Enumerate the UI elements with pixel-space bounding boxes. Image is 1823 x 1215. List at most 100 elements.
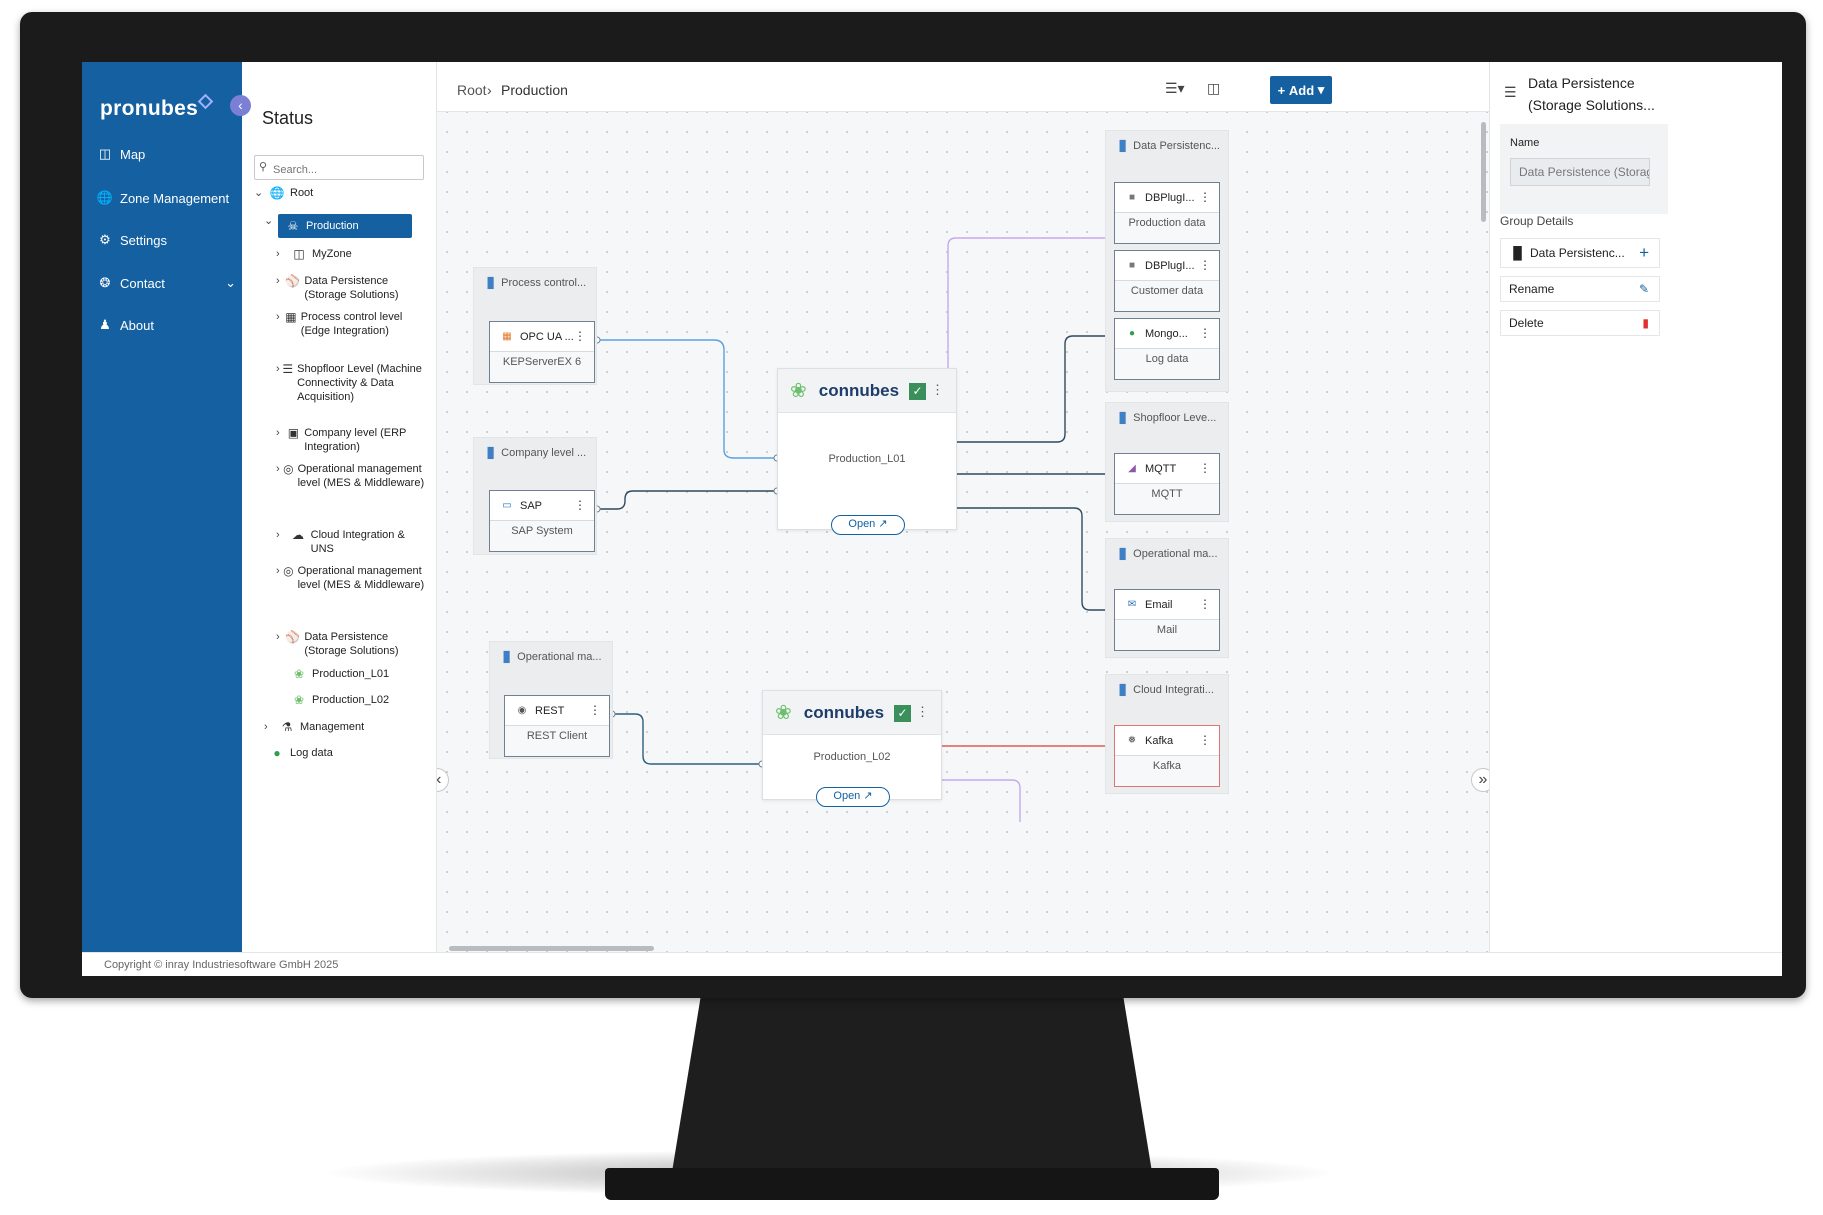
name-input[interactable]: Data Persistence (Storage Solutions) <box>1510 158 1650 186</box>
tree-item-company-level[interactable]: ›▣Company level (ERP Integration) <box>276 426 426 454</box>
group-details-item[interactable]: ▐▌Data Persistenc...+ <box>1500 238 1660 268</box>
breadcrumb-root[interactable]: Root <box>457 82 487 98</box>
connubes-hub-l02[interactable]: ❀connubes✓⋮ Production_L02 Open ↗ <box>762 690 942 807</box>
node-card-kafka[interactable]: ❅Kafka⋮ Kafka <box>1114 725 1220 787</box>
kebab-menu-icon[interactable]: ⋮ <box>916 704 929 719</box>
kebab-menu-icon[interactable]: ⋮ <box>1199 461 1211 475</box>
plus-icon: + <box>1277 82 1289 98</box>
node-card-sap[interactable]: ▭SAP⋮ SAP System <box>489 490 595 552</box>
tree-item-operational-mgmt-2[interactable]: ›◎Operational management level (MES & Mi… <box>276 564 426 592</box>
tree-item-log-data[interactable]: ●Log data <box>268 746 428 760</box>
globe-icon: 🌐 <box>96 190 114 205</box>
tree-item-myzone[interactable]: ›◫MyZone <box>276 247 426 261</box>
hub-subtitle: Production_L01 <box>828 453 906 465</box>
chevron-right-icon[interactable]: › <box>276 363 280 375</box>
tree-item-management[interactable]: ›⚗Management <box>264 720 424 734</box>
connubes-hub-l01[interactable]: ❀connubes✓⋮ Production_L01 Open ↗ <box>777 368 957 535</box>
node-card-subtitle: REST Client <box>526 730 588 742</box>
node-card-dbplugin-customer[interactable]: ■DBPlugI...⋮ Customer data <box>1114 250 1220 312</box>
inbox-icon[interactable]: ◫ <box>1207 80 1221 96</box>
node-card-rest[interactable]: ◉REST⋮ REST Client <box>504 695 610 757</box>
chevron-right-icon[interactable]: › <box>276 275 280 287</box>
chevron-down-icon[interactable]: ⌄ <box>225 275 236 290</box>
chevron-right-icon[interactable]: › <box>276 248 280 260</box>
node-card-title: Mongo... <box>1145 327 1188 340</box>
collapse-sidebar-button[interactable]: ‹ <box>230 95 251 116</box>
chevron-right-icon[interactable]: › <box>276 565 280 577</box>
group-title-text: Operational ma... <box>1133 548 1218 560</box>
mqtt-icon: ◢ <box>1128 463 1136 474</box>
tree-item-label: Data Persistence (Storage Solutions) <box>304 631 399 657</box>
tree-item-production-row[interactable]: ⌄ ☠Production <box>264 214 424 238</box>
kebab-menu-icon[interactable]: ⋮ <box>931 382 944 397</box>
add-button[interactable]: + Add ▾ <box>1270 76 1332 104</box>
filter-icon[interactable]: ☰▾ <box>1165 80 1185 96</box>
copyright-footer: Copyright © inray Industriesoftware GmbH… <box>82 952 1782 976</box>
node-card-header: ●Mongo...⋮ <box>1115 319 1219 349</box>
tree-item-label: Root <box>290 187 314 199</box>
hub-open-button[interactable]: Open ↗ <box>816 787 890 807</box>
chevron-down-icon[interactable]: ⌄ <box>264 215 274 227</box>
nav-item-label: Settings <box>120 232 167 248</box>
expand-right-button[interactable]: » <box>1471 768 1489 792</box>
chevron-right-icon[interactable]: › <box>276 427 280 439</box>
chevron-down-icon[interactable]: ⌄ <box>254 187 264 199</box>
tree-search-input[interactable] <box>254 155 424 180</box>
kebab-menu-icon[interactable]: ⋮ <box>589 703 601 717</box>
tree-item-shopfloor[interactable]: ›☰Shopfloor Level (Machine Connectivity … <box>276 362 426 404</box>
kebab-menu-icon[interactable]: ⋮ <box>1199 733 1211 747</box>
tree-item-process-control[interactable]: ›▦Process control level (Edge Integratio… <box>276 310 426 338</box>
nav-item-settings[interactable]: ⚙Settings <box>96 230 167 250</box>
chevron-right-icon[interactable]: › <box>276 463 280 475</box>
node-card-email[interactable]: ✉Email⋮ Mail <box>1114 589 1220 651</box>
tree-item-root[interactable]: ⌄🌐Root <box>254 186 313 200</box>
tree-item-production-l01[interactable]: ❀Production_L01 <box>290 667 430 681</box>
caret-down-icon: ▾ <box>1314 82 1325 97</box>
node-card-dbplugin-production[interactable]: ■DBPlugI...⋮ Production data <box>1114 182 1220 244</box>
tree-item-operational-mgmt-1[interactable]: ›◎Operational management level (MES & Mi… <box>276 462 426 490</box>
nav-item-zone-management[interactable]: 🌐Zone Management <box>96 188 229 208</box>
group-bars-icon: ▐▌ <box>1116 140 1129 152</box>
monitor-stand-neck <box>672 996 1152 1172</box>
tree-item-data-persistence[interactable]: ›⚾Data Persistence (Storage Solutions) <box>276 274 426 302</box>
vertical-scrollbar[interactable] <box>1481 122 1486 222</box>
kebab-menu-icon[interactable]: ⋮ <box>574 329 586 343</box>
tree-item-data-persistence-2[interactable]: ›⚾Data Persistence (Storage Solutions) <box>276 630 426 658</box>
kebab-menu-icon[interactable]: ⋮ <box>574 498 586 512</box>
tree-item-label: Operational management level (MES & Midd… <box>297 565 425 591</box>
database-icon: ■ <box>1128 192 1136 203</box>
node-card-opcua[interactable]: ▦OPC UA ...⋮ KEPServerEX 6 <box>489 321 595 383</box>
nav-item-about[interactable]: ♟About <box>96 315 154 335</box>
chevron-right-icon[interactable]: › <box>276 631 280 643</box>
kebab-menu-icon[interactable]: ⋮ <box>1199 597 1211 611</box>
tree-item-production[interactable]: ☠Production <box>278 214 412 238</box>
tree-item-production-l02[interactable]: ❀Production_L02 <box>290 693 430 707</box>
node-card-mqtt[interactable]: ◢MQTT⋮ MQTT <box>1114 453 1220 515</box>
kebab-menu-icon[interactable]: ⋮ <box>1199 258 1211 272</box>
nav-item-contact[interactable]: ❂Contact⌄ <box>96 273 236 293</box>
node-card-title: DBPlugI... <box>1145 259 1195 272</box>
rename-button[interactable]: Rename✎ <box>1500 276 1660 302</box>
check-icon[interactable]: ✓ <box>894 705 911 722</box>
chevron-right-icon[interactable]: › <box>276 529 280 541</box>
tree-item-label: Production_L01 <box>312 668 390 680</box>
horizontal-scrollbar[interactable] <box>449 946 654 951</box>
tree-item-cloud-integration[interactable]: ›☁Cloud Integration & UNS <box>276 528 426 556</box>
sliders-icon[interactable]: ☰ <box>1504 84 1517 100</box>
connubes-logo-icon: ❀ <box>775 702 792 724</box>
chevron-right-icon[interactable]: › <box>264 721 268 733</box>
kebab-menu-icon[interactable]: ⋮ <box>1199 190 1211 204</box>
kebab-menu-icon[interactable]: ⋮ <box>1199 326 1211 340</box>
chevron-right-icon[interactable]: › <box>276 311 280 323</box>
group-title: ▐▌Process control... <box>484 277 586 289</box>
delete-button[interactable]: Delete▮ <box>1500 310 1660 336</box>
plus-icon[interactable]: + <box>1639 243 1649 262</box>
node-card-mongo[interactable]: ●Mongo...⋮ Log data <box>1114 318 1220 380</box>
details-panel: ☰ Data Persistence(Storage Solutions... … <box>1489 62 1782 952</box>
flow-canvas[interactable]: ▐▌Process control... ▐▌Company level ...… <box>437 62 1489 952</box>
nav-item-map[interactable]: ◫Map <box>96 144 145 164</box>
group-title-text: Cloud Integrati... <box>1133 684 1214 696</box>
check-icon[interactable]: ✓ <box>909 383 926 400</box>
hub-open-button[interactable]: Open ↗ <box>831 515 905 535</box>
